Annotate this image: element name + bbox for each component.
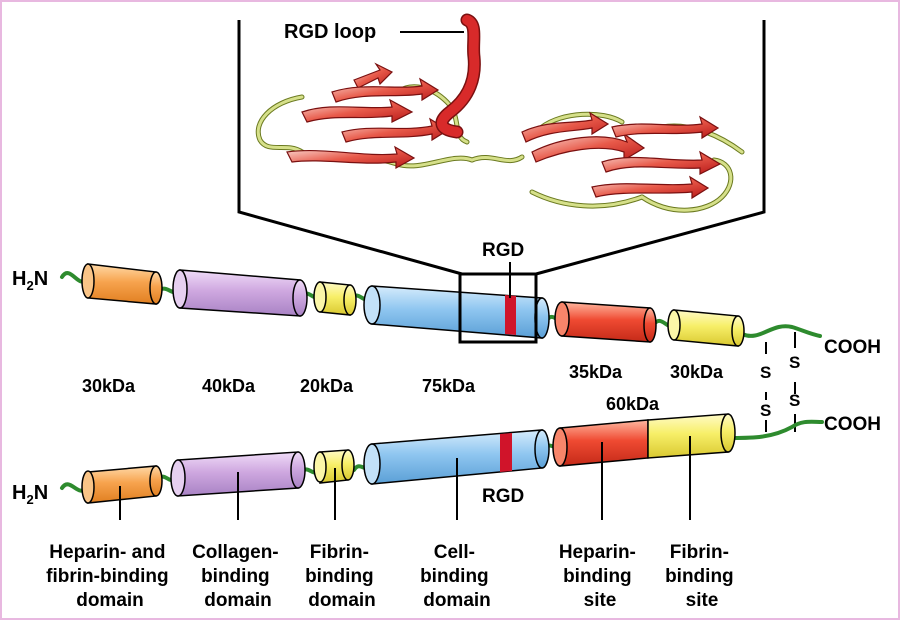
upper-violet-domain	[172, 269, 308, 317]
rgd-zoom-box	[458, 272, 538, 344]
upper-rgd-band	[505, 295, 516, 335]
lower-yellow-domain	[647, 413, 736, 459]
protein-structure: RGD loop	[237, 13, 766, 276]
fragment-60kda: 60kDa	[606, 394, 660, 414]
beta-strands-right	[521, 111, 722, 200]
rgd-loop-label: RGD loop	[284, 21, 376, 43]
domain-fibrin-site: Fibrin- binding site	[665, 542, 739, 611]
fragment-20kda: 20kDa	[300, 376, 354, 396]
rgd-label-top: RGD	[482, 240, 524, 261]
fragment-75kda: 75kDa	[422, 376, 476, 396]
upper-yellow-domain	[667, 309, 745, 347]
disulfide-bridges: S S S S	[760, 332, 800, 432]
domain-cell: Cell- binding domain	[420, 542, 494, 611]
domain-leaders	[119, 436, 691, 520]
sulfur-4: S	[789, 391, 800, 410]
lower-red-domain	[552, 419, 649, 467]
upper-c-terminus: COOH	[824, 337, 881, 358]
lower-orange-domain	[81, 465, 163, 504]
fragment-35kda: 35kDa	[569, 362, 623, 382]
upper-blue-domain	[363, 285, 550, 339]
domain-heparin-site: Heparin- binding site	[559, 542, 641, 611]
upper-chain: RGD H2N COOH	[12, 240, 881, 358]
upper-red-domain	[554, 301, 657, 343]
sulfur-2: S	[760, 401, 771, 420]
domain-descriptions: Heparin- and fibrin-binding domain Colla…	[46, 542, 739, 611]
rgd-label-bottom: RGD	[482, 486, 524, 507]
lower-chain: RGD H2N COOH	[12, 413, 881, 507]
zoom-funnel	[237, 20, 766, 276]
lower-blue-domain	[363, 429, 550, 485]
lower-n-terminus: H2N	[12, 482, 48, 507]
fragment-30kda-n: 30kDa	[82, 376, 136, 396]
domain-collagen: Collagen- binding domain	[192, 542, 284, 611]
fragment-30kda-c: 30kDa	[670, 362, 724, 382]
lower-rgd-band	[500, 433, 512, 472]
domain-fibrin: Fibrin- binding domain	[305, 542, 379, 611]
sulfur-1: S	[760, 363, 771, 382]
upper-orange-domain	[81, 263, 163, 305]
upper-yellow-small-domain	[313, 281, 357, 316]
upper-n-terminus: H2N	[12, 268, 48, 293]
fragment-40kda: 40kDa	[202, 376, 256, 396]
lower-yellow-small-domain	[313, 449, 355, 484]
domain-heparin-fibrin: Heparin- and fibrin-binding domain	[46, 542, 174, 611]
fragment-labels: 30kDa 40kDa 20kDa 75kDa 35kDa 30kDa 60kD…	[82, 362, 724, 414]
sulfur-3: S	[789, 353, 800, 372]
lower-c-terminus: COOH	[824, 414, 881, 435]
beta-strands-left	[286, 62, 450, 170]
